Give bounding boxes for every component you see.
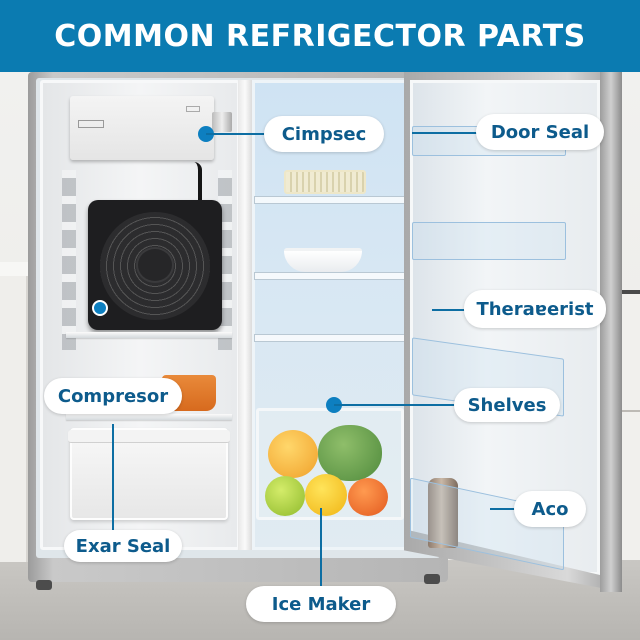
leader-line-ice-maker xyxy=(320,508,322,590)
leader-line-aco xyxy=(490,508,518,510)
callout-label: Shelves xyxy=(467,394,547,416)
fridge-foot-left xyxy=(36,580,52,590)
callout-label: Ice Maker xyxy=(271,593,371,615)
unit-label xyxy=(78,120,104,128)
callout-label: Cimpsec xyxy=(281,123,367,145)
callout-label: Aco xyxy=(531,498,569,520)
callout-label: Theraɐerist xyxy=(476,298,594,320)
fruit-apple xyxy=(265,476,305,516)
callout-theraperist: Theraɐerist xyxy=(464,290,606,328)
marker-dot-fan xyxy=(92,300,108,316)
fan-hub xyxy=(136,247,174,283)
door-bin-2 xyxy=(412,222,566,260)
right-cabinet xyxy=(622,290,640,560)
power-cord xyxy=(194,162,202,204)
fridge-foot-right xyxy=(424,574,440,584)
callout-shelves: Shelves xyxy=(454,388,560,422)
bottle xyxy=(428,478,458,548)
glass-shelf-1 xyxy=(254,196,408,204)
right-cabinet-seam xyxy=(622,410,640,412)
fruit-orange xyxy=(268,430,318,478)
fruit-melon xyxy=(318,425,382,481)
condenser-fan xyxy=(88,200,222,330)
callout-exar-seal: Exar Seal xyxy=(64,530,182,562)
fruit-tangerine xyxy=(348,478,388,516)
callout-label: Compresor xyxy=(57,385,169,407)
unit-badge xyxy=(186,106,200,112)
leader-line-door-seal xyxy=(412,132,482,134)
glass-shelf-2 xyxy=(254,272,408,280)
callout-ice-maker: Ice Maker xyxy=(246,586,396,622)
freezer-shelf-1 xyxy=(66,332,232,338)
leader-line-cimpsec xyxy=(206,133,268,135)
callout-label: Door Seal xyxy=(490,121,590,143)
leader-line-theraperist xyxy=(432,309,468,311)
callout-compresor: Compresor xyxy=(44,378,182,414)
freezer-rails-left xyxy=(62,170,76,350)
white-bowl xyxy=(284,248,362,272)
leader-line-shelves xyxy=(334,404,460,406)
page-title: COMMON REFRIGECTOR PARTS xyxy=(54,18,586,54)
door-edge xyxy=(600,72,622,592)
freezer-drawer xyxy=(68,428,230,520)
pipe-fitting xyxy=(212,112,232,132)
callout-door-seal: Door Seal xyxy=(476,114,604,150)
compressor-unit xyxy=(70,96,214,160)
glass-shelf-3 xyxy=(254,334,408,342)
callout-cimpsec: Cimpsec xyxy=(264,116,384,152)
title-banner: COMMON REFRIGECTOR PARTS xyxy=(0,0,640,72)
callout-aco: Aco xyxy=(514,491,586,527)
center-divider xyxy=(238,80,252,550)
callout-label: Exar Seal xyxy=(75,535,171,557)
leader-line-exar-seal xyxy=(112,424,114,532)
fruit-lemon xyxy=(305,474,347,516)
left-counter xyxy=(0,262,28,562)
freezer-shelf-2 xyxy=(66,414,232,420)
storage-basket xyxy=(284,170,366,194)
